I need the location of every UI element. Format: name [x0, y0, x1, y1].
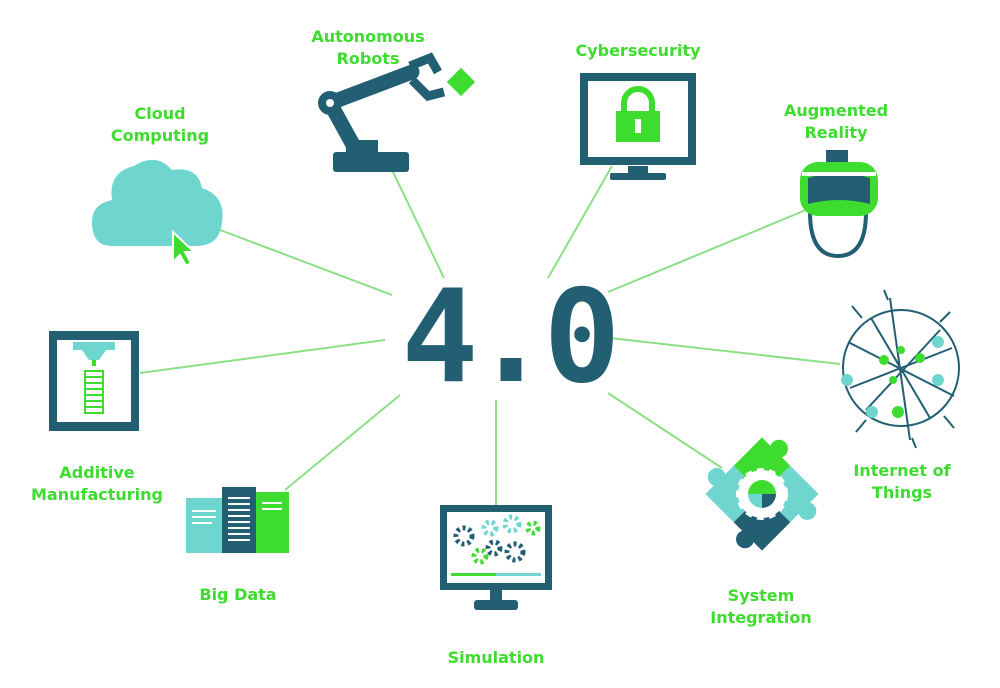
- label-big-data: Big Data: [199, 585, 277, 604]
- connector-bigdata: [284, 394, 401, 491]
- connector-ar: [607, 209, 807, 293]
- server-racks-icon: [186, 487, 289, 553]
- vr-headset-icon: [800, 150, 878, 259]
- label-augmented-reality: Augmented Reality: [783, 101, 889, 142]
- connector-robots: [392, 171, 445, 279]
- label-additive-manufacturing: Additive Manufacturing: [31, 463, 163, 504]
- puzzle-gear-icon: [705, 437, 819, 551]
- connector-additive: [139, 339, 386, 374]
- connectors: [139, 165, 841, 505]
- simulation-screen-icon: [440, 505, 552, 610]
- label-cloud-computing: Cloud Computing: [110, 104, 210, 145]
- center-label-4-0: 4.0: [401, 263, 620, 412]
- label-simulation: Simulation: [447, 648, 545, 667]
- connector-cloud: [219, 229, 393, 296]
- connector-integration: [607, 392, 723, 469]
- label-cybersecurity: Cybersecurity: [575, 41, 701, 60]
- cloud-cursor-icon: [92, 159, 223, 268]
- label-internet-of-things: Internet of Things: [853, 461, 951, 502]
- monitor-lock-icon: [580, 73, 696, 180]
- 3d-printer-icon: [49, 331, 139, 431]
- label-system-integration: System Integration: [710, 586, 812, 627]
- globe-network-icon: [841, 289, 960, 449]
- connector-iot: [609, 337, 841, 365]
- label-autonomous-robots: Autonomous Robots: [311, 27, 425, 68]
- connector-cybersecurity: [547, 165, 613, 279]
- robot-arm-icon: [318, 52, 476, 172]
